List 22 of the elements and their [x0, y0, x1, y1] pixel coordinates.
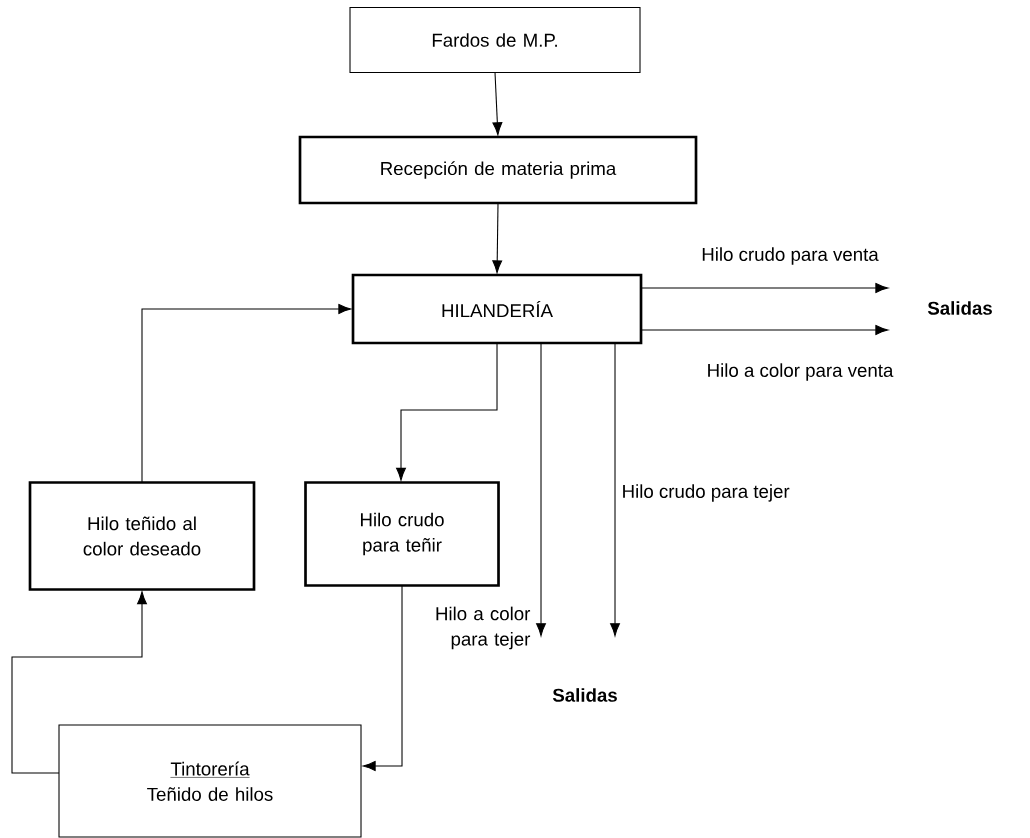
edge-label: Hilo crudo para tejer: [623, 484, 790, 502]
output-label: Salidas: [552, 688, 617, 702]
arrow: [362, 584, 403, 771]
process-box: Hilo crudo para teñir: [304, 481, 500, 587]
arrow: [396, 342, 498, 481]
arrow: [492, 71, 503, 136]
arrow: [640, 283, 889, 293]
arrow: [536, 342, 546, 637]
arrow: [492, 202, 503, 274]
process-box: HILANDERÍA: [351, 273, 643, 345]
edge-label: Hilo crudo para venta: [702, 247, 879, 265]
output-label: Salidas: [927, 301, 992, 315]
process-box: Hilo teñido al color deseado: [28, 481, 256, 591]
arrow: [640, 325, 889, 335]
arrow: [11, 591, 147, 774]
process-box: Tintorería Teñido de hilos: [58, 724, 362, 838]
arrow: [610, 342, 620, 637]
edge-label: Hilo a color para tejer: [436, 606, 531, 650]
arrow: [141, 304, 352, 484]
process-box: Recepción de materia prima: [298, 135, 698, 205]
process-box: Fardos de M.P.: [349, 6, 641, 74]
edge-label: Hilo a color para venta: [708, 363, 894, 381]
